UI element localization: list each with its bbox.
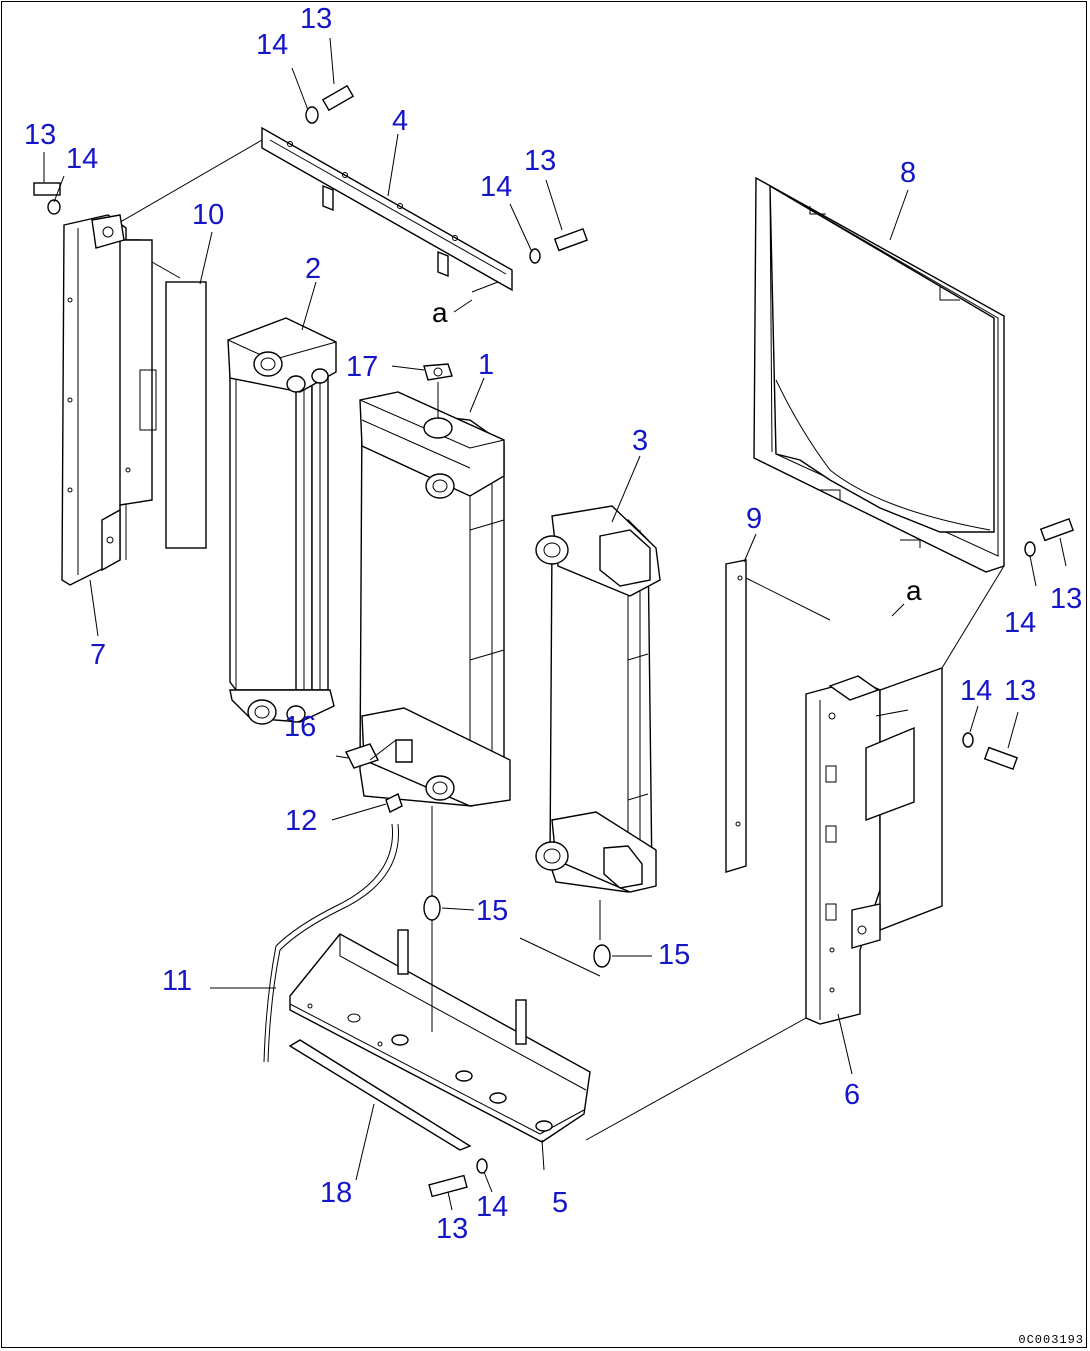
callout-9: 9 xyxy=(746,503,762,535)
callout-13-f: 13 xyxy=(436,1213,468,1245)
callout-5: 5 xyxy=(552,1187,568,1219)
callout-10: 10 xyxy=(192,199,224,231)
callout-13-d: 13 xyxy=(1050,583,1082,615)
part-18-seal-strip xyxy=(288,1039,472,1151)
part-8-shroud xyxy=(753,176,1005,573)
callout-2: 2 xyxy=(305,253,321,285)
callout-leaders xyxy=(43,37,1067,1211)
callout-14-a: 14 xyxy=(256,29,288,61)
drawing-code: 0C003193 xyxy=(1018,1333,1084,1347)
callout-14-b: 14 xyxy=(66,143,98,175)
callout-13-b: 13 xyxy=(24,119,56,151)
reference-a-right: a xyxy=(906,575,922,606)
callout-17: 17 xyxy=(346,351,378,383)
part-7-left-side-plate xyxy=(61,214,181,586)
callout-14-f: 14 xyxy=(476,1191,508,1223)
part-15-cushions xyxy=(423,895,611,1032)
part-16-drain-valve xyxy=(345,739,397,769)
part-17-radiator-cap xyxy=(391,363,453,381)
callout-13-a: 13 xyxy=(300,3,332,35)
part-4-top-bracket xyxy=(109,126,513,292)
callout-3: 3 xyxy=(632,425,648,457)
callout-13-e: 13 xyxy=(1004,675,1036,707)
callout-7: 7 xyxy=(90,639,106,671)
callout-4: 4 xyxy=(392,105,408,137)
part-3-aftercooler xyxy=(535,505,661,940)
reference-letters: a a xyxy=(432,297,922,617)
callout-11: 11 xyxy=(162,965,192,997)
callout-1: 1 xyxy=(478,349,494,381)
part-10-seal-strip xyxy=(165,281,207,549)
part-2-oil-cooler xyxy=(227,317,337,725)
callout-16: 16 xyxy=(284,711,316,743)
part-9-seal-strip xyxy=(725,559,831,873)
part-6-right-side-plate xyxy=(805,565,1005,1025)
callout-15-b: 15 xyxy=(658,939,690,971)
callout-15-a: 15 xyxy=(476,895,508,927)
bolts-and-washers xyxy=(33,84,1074,1198)
part-12-clip xyxy=(385,793,403,813)
callout-18: 18 xyxy=(320,1177,352,1209)
callout-13-c: 13 xyxy=(524,145,556,177)
reference-a-top: a xyxy=(432,297,448,328)
callout-12: 12 xyxy=(285,805,317,837)
callout-labels: 1 2 3 4 5 6 7 8 9 10 11 12 13 13 13 13 1… xyxy=(24,3,1082,1245)
callout-14-c: 14 xyxy=(480,171,512,203)
part-11-drain-hose xyxy=(263,823,400,1063)
part-1-radiator xyxy=(359,382,511,900)
callout-14-e: 14 xyxy=(960,675,992,707)
part-5-bottom-tray xyxy=(289,929,807,1143)
callout-8: 8 xyxy=(900,157,916,189)
callout-14-d: 14 xyxy=(1004,607,1036,639)
callout-6: 6 xyxy=(844,1079,860,1111)
